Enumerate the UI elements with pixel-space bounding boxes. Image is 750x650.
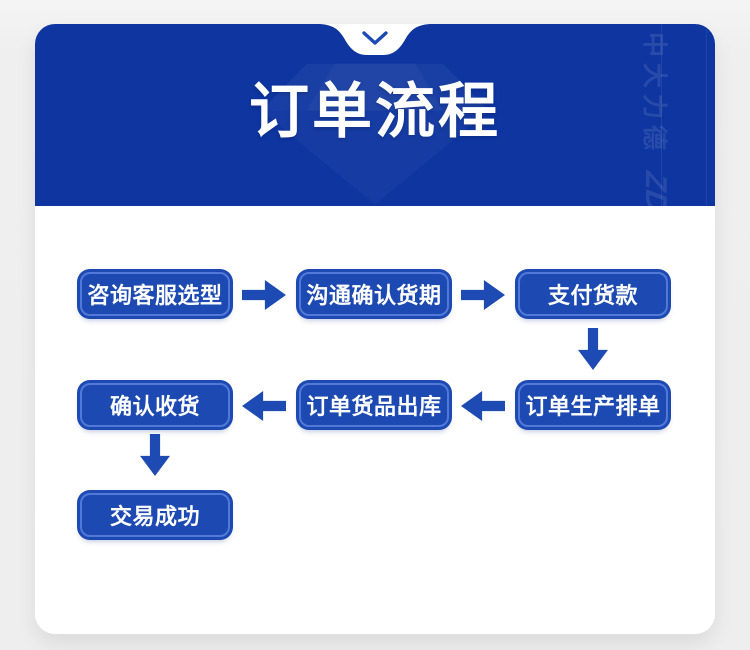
flow-step-confirm-leadtime: 沟通确认货期 (299, 272, 449, 316)
section-title: 订单流程 (249, 78, 501, 145)
flow-step-pay: 支付货款 (518, 272, 668, 316)
flow-step-production-schedule: 订单生产排单 (518, 383, 668, 427)
brand-watermark: 中大力德ZD (639, 24, 707, 206)
arrow-right-icon (461, 280, 505, 310)
arrow-down-icon (578, 328, 608, 370)
arrow-left-icon (242, 391, 286, 421)
flowchart: 咨询客服选型 沟通确认货期 支付货款 确认收货 订单货品出库 订单生产排单 交易… (35, 206, 715, 634)
card-header: 中大力德ZD 订单流程 (35, 24, 715, 206)
arrow-right-icon (242, 280, 286, 310)
order-process-card: 中大力德ZD 订单流程 咨询客服选型 沟通确认货期 支付货款 确认收货 订单货品… (35, 24, 715, 634)
flow-step-goods-outbound: 订单货品出库 (299, 383, 449, 427)
chevron-down-icon (362, 31, 388, 45)
arrow-left-icon (461, 391, 505, 421)
diamond-watermark-icon (261, 63, 489, 111)
collapse-section-button[interactable] (320, 24, 430, 55)
arrow-down-icon (140, 434, 170, 476)
flow-step-transaction-success: 交易成功 (80, 493, 230, 537)
zd-logo: ZD (639, 169, 672, 206)
flow-step-confirm-receipt: 确认收货 (80, 383, 230, 427)
flow-step-consult-service: 咨询客服选型 (80, 272, 230, 316)
